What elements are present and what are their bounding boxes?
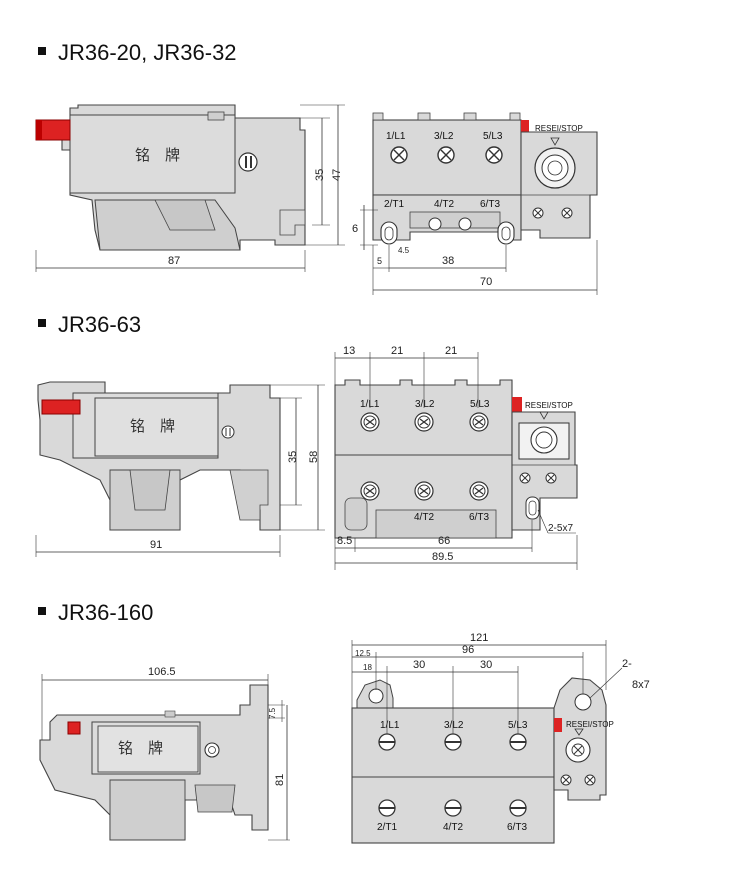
bullet-icon [38,319,46,328]
terminal-bottom-3: 6/T3 [469,512,489,523]
jr36-63-side-view: 铭 牌 91 35 58 [35,381,325,557]
dim-height-6: 6 [352,223,358,235]
jr36-63-front-view: 1/L1 3/L2 5/L3 4/T2 6/T3 RESEI/STOP 2-5x… [334,345,578,570]
reset-label: RESEI/STOP [535,124,583,133]
nameplate-label: 铭 牌 [135,146,180,164]
terminal-top-3: 5/L3 [483,131,503,142]
dim-small-7-5: 7.5 [268,707,277,719]
terminal-bottom-1: 2/T1 [377,822,397,833]
dim-width-89-5: 89.5 [432,551,453,563]
terminal-bottom-1: 2/T1 [384,199,404,210]
jr36-20-side-view: 铭 牌 87 35 47 [35,104,345,272]
dim-pitch-21-a: 21 [391,345,403,357]
title-text: JR36-160 [58,600,154,625]
bullet-icon [38,607,46,616]
nameplate-label: 铭 牌 [118,739,163,757]
adjust-knob-icon [204,742,220,758]
title-text: JR36-63 [58,312,142,337]
adjust-knob-icon [221,425,235,439]
dim-left-13: 13 [343,345,355,357]
section-title-jr36-160: JR36-160 [38,600,153,626]
jr36-20-front-view: 1/L1 3/L2 5/L3 2/T1 4/T2 6/T3 RESEI/STOP… [352,112,598,295]
dim-pitch-30-b: 30 [480,659,492,671]
terminal-top-2: 3/L2 [444,720,464,731]
dim-offset-5: 5 [377,256,382,266]
dim-height-47: 47 [331,169,343,181]
terminal-top-2: 3/L2 [434,131,454,142]
section-title-jr36-63: JR36-63 [38,312,141,338]
dim-pitch-66: 66 [438,535,450,547]
dim-hole-2-5x7: 2-5x7 [548,523,573,534]
dim-height-35: 35 [314,169,326,181]
dim-small-4-5: 4.5 [398,246,410,255]
adjust-knob-icon [238,152,258,172]
jr36-160-side-view: 铭 牌 106.5 7.5 81 [39,666,290,841]
dim-pitch-30-a: 30 [413,659,425,671]
dim-height-35: 35 [287,451,299,463]
terminal-top-3: 5/L3 [470,399,490,410]
terminal-top-1: 1/L1 [380,720,400,731]
terminal-top-1: 1/L1 [386,131,406,142]
nameplate-label: 铭 牌 [130,417,175,435]
bullet-icon [38,47,46,56]
terminal-top-2: 3/L2 [415,399,435,410]
dim-18: 18 [363,663,372,672]
terminal-bottom-3: 6/T3 [480,199,500,210]
dim-hole-8x7: 8x7 [632,679,650,691]
dim-side-length: 87 [168,255,180,267]
terminal-bottom-2: 4/T2 [414,512,434,523]
section-title-jr36-20-32: JR36-20, JR36-32 [38,40,237,66]
dim-pitch-96: 96 [462,644,474,656]
terminal-bottom-2: 4/T2 [434,199,454,210]
dim-height-58: 58 [308,451,320,463]
terminal-bottom-2: 4/T2 [443,822,463,833]
dim-pitch-38: 38 [442,255,454,267]
reset-label: RESEI/STOP [525,401,573,410]
dim-side-length: 106.5 [148,666,176,678]
dim-12-5: 12.5 [355,649,371,658]
reset-label: RESEI/STOP [566,720,614,729]
dim-height-81: 81 [274,774,286,786]
jr36-160-front-view: 1/L1 3/L2 5/L3 2/T1 4/T2 6/T3 RESEI/STOP… [351,632,650,844]
dim-total-121: 121 [470,632,488,644]
dim-side-length: 91 [150,539,162,551]
title-text: JR36-20, JR36-32 [58,40,237,65]
dim-pitch-21-b: 21 [445,345,457,357]
dim-hole-2: 2- [622,658,632,670]
dim-width-70: 70 [480,276,492,288]
dim-offset-8-5: 8.5 [337,535,352,547]
terminal-bottom-3: 6/T3 [507,822,527,833]
